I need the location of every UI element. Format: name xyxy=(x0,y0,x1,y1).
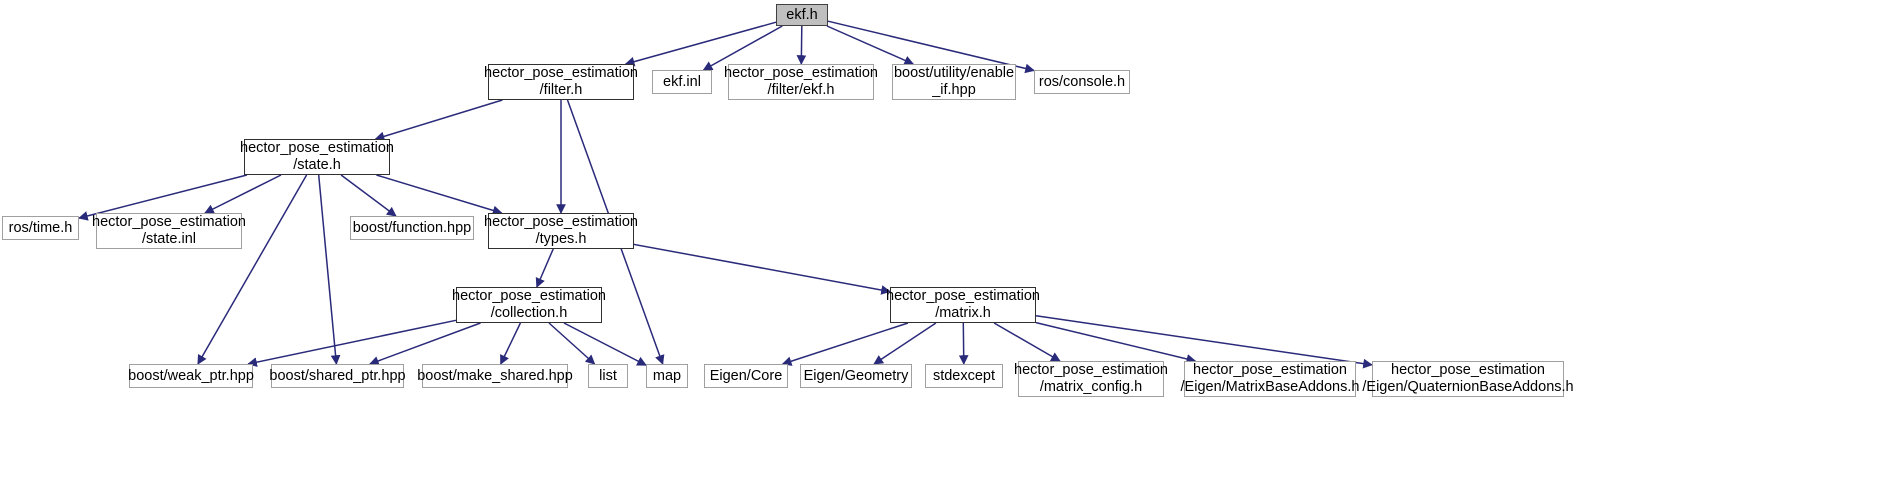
graph-node-ros-console-h[interactable]: ros/console.h xyxy=(1034,70,1130,94)
graph-node-label: hector_pose_estimation /state.inl xyxy=(92,214,246,247)
graph-node-list[interactable]: list xyxy=(588,364,628,388)
graph-node-types-h[interactable]: hector_pose_estimation /types.h xyxy=(484,213,638,249)
graph-edge-ekf-h-to-filter-ekf-h xyxy=(796,25,807,65)
graph-node-label: map xyxy=(652,367,682,384)
graph-edge-ekf-h-to-filter-h xyxy=(624,21,777,67)
graph-edge-matrix-h-to-matrixbase-addons xyxy=(1035,321,1197,364)
graph-node-state-h[interactable]: hector_pose_estimation /state.h xyxy=(240,139,394,175)
graph-edge-filter-h-to-state-h xyxy=(374,99,503,142)
graph-node-label: boost/shared_ptr.hpp xyxy=(269,367,406,384)
graph-edge-matrix-h-to-eigen-geometry xyxy=(873,322,937,365)
graph-edge-collection-h-to-make-shared-hpp xyxy=(500,322,522,365)
graph-edge-matrix-h-to-eigen-core xyxy=(781,322,909,366)
graph-node-ros-time-h[interactable]: ros/time.h xyxy=(2,216,79,240)
graph-node-label: hector_pose_estimation /types.h xyxy=(484,214,638,247)
graph-node-label: hector_pose_estimation /matrix_config.h xyxy=(1014,362,1168,395)
graph-edge-types-h-to-collection-h xyxy=(535,248,554,288)
graph-edge-ekf-h-to-enable-if-hpp xyxy=(826,25,915,65)
graph-node-filter-ekf-h[interactable]: hector_pose_estimation /filter/ekf.h xyxy=(724,64,878,100)
graph-node-label: Eigen/Geometry xyxy=(803,367,909,384)
graph-edge-state-h-to-weak-ptr-hpp xyxy=(197,174,308,365)
graph-edge-state-h-to-ros-time-h xyxy=(78,174,248,221)
graph-edge-matrix-h-to-matrix-config-h xyxy=(993,322,1061,362)
graph-node-label: list xyxy=(599,367,617,384)
graph-node-matrixbase-addons[interactable]: hector_pose_estimation /Eigen/MatrixBase… xyxy=(1181,361,1359,397)
graph-node-matrix-h[interactable]: hector_pose_estimation /matrix.h xyxy=(886,287,1040,323)
graph-node-boost-function-hpp[interactable]: boost/function.hpp xyxy=(350,216,474,240)
graph-edge-matrix-h-to-quaternion-addons xyxy=(1035,314,1373,369)
graph-edge-state-h-to-state-inl xyxy=(204,174,282,214)
graph-edge-collection-h-to-list xyxy=(548,322,596,365)
graph-node-map[interactable]: map xyxy=(646,364,688,388)
graph-node-eigen-core[interactable]: Eigen/Core xyxy=(704,364,788,388)
graph-edge-state-h-to-shared-ptr-hpp xyxy=(317,174,341,365)
graph-node-label: boost/make_shared.hpp xyxy=(417,367,573,384)
graph-node-label: hector_pose_estimation /collection.h xyxy=(452,288,606,321)
graph-node-label: ekf.inl xyxy=(663,73,701,90)
graph-edge-state-h-to-types-h xyxy=(376,174,503,216)
graph-node-quaternion-addons[interactable]: hector_pose_estimation /Eigen/Quaternion… xyxy=(1362,361,1574,397)
graph-node-ekf-h[interactable]: ekf.h xyxy=(776,4,828,26)
graph-edge-types-h-to-matrix-h xyxy=(633,243,891,295)
graph-node-filter-h[interactable]: hector_pose_estimation /filter.h xyxy=(484,64,638,100)
graph-edge-collection-h-to-shared-ptr-hpp xyxy=(368,322,481,366)
graph-node-label: hector_pose_estimation /filter.h xyxy=(484,65,638,98)
graph-node-label: ekf.h xyxy=(786,6,818,23)
graph-node-enable-if-hpp[interactable]: boost/utility/enable _if.hpp xyxy=(892,64,1016,100)
graph-node-ekf-inl[interactable]: ekf.inl xyxy=(652,70,712,94)
graph-node-label: stdexcept xyxy=(932,367,996,384)
graph-node-label: hector_pose_estimation /Eigen/Quaternion… xyxy=(1362,362,1574,395)
graph-node-shared-ptr-hpp[interactable]: boost/shared_ptr.hpp xyxy=(269,364,406,388)
graph-node-eigen-geometry[interactable]: Eigen/Geometry xyxy=(800,364,912,388)
graph-node-label: ros/time.h xyxy=(8,219,73,236)
graph-node-state-inl[interactable]: hector_pose_estimation /state.inl xyxy=(92,213,246,249)
graph-node-matrix-config-h[interactable]: hector_pose_estimation /matrix_config.h xyxy=(1014,361,1168,397)
graph-node-collection-h[interactable]: hector_pose_estimation /collection.h xyxy=(452,287,606,323)
graph-node-label: boost/weak_ptr.hpp xyxy=(128,367,254,384)
graph-node-label: hector_pose_estimation /state.h xyxy=(240,140,394,173)
graph-node-weak-ptr-hpp[interactable]: boost/weak_ptr.hpp xyxy=(128,364,254,388)
graph-node-label: ros/console.h xyxy=(1038,73,1126,90)
graph-edge-collection-h-to-map xyxy=(563,322,647,366)
graph-node-make-shared-hpp[interactable]: boost/make_shared.hpp xyxy=(417,364,573,388)
graph-edge-state-h-to-boost-function-hpp xyxy=(340,174,397,217)
graph-node-label: hector_pose_estimation /Eigen/MatrixBase… xyxy=(1180,362,1360,395)
graph-node-label: boost/function.hpp xyxy=(352,219,472,236)
graph-node-label: Eigen/Core xyxy=(709,367,783,384)
graph-node-label: hector_pose_estimation /filter/ekf.h xyxy=(724,65,878,98)
graph-node-stdexcept[interactable]: stdexcept xyxy=(925,364,1003,388)
graph-node-label: boost/utility/enable _if.hpp xyxy=(893,65,1015,98)
graph-node-label: hector_pose_estimation /matrix.h xyxy=(886,288,1040,321)
graph-edge-matrix-h-to-stdexcept xyxy=(958,322,969,365)
graph-edge-collection-h-to-weak-ptr-hpp xyxy=(247,319,457,367)
